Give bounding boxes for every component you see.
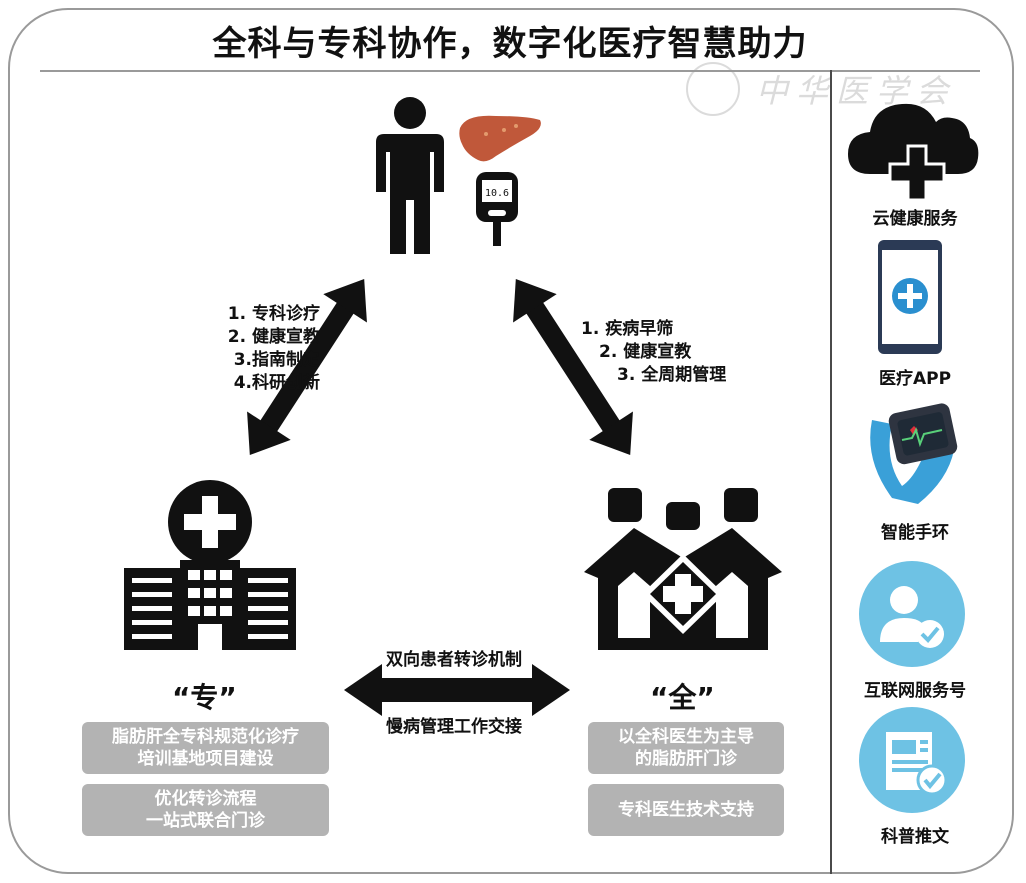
sidebar-item-band: 智能手环 (881, 523, 949, 543)
sidebar-divider (830, 70, 832, 874)
general-box-2: 专科医生技术支持 (588, 784, 784, 836)
box-line: 优化转诊流程 (154, 789, 257, 809)
seal-icon (686, 62, 740, 116)
specialist-box-1: 脂肪肝全专科规范化诊疗 培训基地项目建设 (82, 722, 329, 774)
middle-top-label: 双向患者转诊机制 (386, 650, 522, 670)
list-item: 4.科研创新 (233, 373, 320, 393)
list-item: 1. 专科诊疗 (227, 304, 320, 324)
user-check-icon (859, 561, 965, 667)
sidebar-item-service: 互联网服务号 (864, 681, 966, 701)
box-line: 脂肪肝全专科规范化诊疗 (112, 727, 299, 747)
glucose-meter-icon: 10.6 (476, 172, 518, 246)
title-bar: 全科与专科协作，数字化医疗智慧助力 (40, 10, 980, 72)
sidebar-item-app: 医疗APP (878, 369, 952, 389)
list-item: 3.指南制定 (233, 350, 320, 370)
general-label: “全” (650, 681, 715, 714)
right-link-list: 1. 疾病早筛 2. 健康宣教 3. 全周期管理 (581, 318, 741, 387)
list-item: 2. 健康宣教 (599, 342, 692, 362)
list-item: 1. 疾病早筛 (581, 319, 674, 339)
box-line: 的脂肪肝门诊 (635, 749, 737, 769)
sidebar-item-cloud: 云健康服务 (872, 209, 958, 229)
right-link-arrow (513, 278, 633, 456)
watermark-text: 中华医学会 (756, 72, 957, 110)
left-link-list: 1. 专科诊疗 2. 健康宣教 3.指南制定 4.科研创新 (185, 303, 320, 395)
box-line: 以全科医生为主导 (618, 727, 754, 747)
general-box-1: 以全科医生为主导 的脂肪肝门诊 (588, 722, 784, 774)
middle-link-arrow (344, 664, 570, 716)
community-clinic-icon (584, 488, 782, 650)
cloud-plus-icon (848, 103, 979, 202)
document-check-icon (859, 707, 965, 813)
page-title: 全科与专科协作，数字化医疗智慧助力 (212, 23, 808, 64)
box-line: 培训基地项目建设 (137, 749, 274, 769)
middle-bottom-label: 慢病管理工作交接 (386, 717, 522, 737)
list-item: 2. 健康宣教 (227, 327, 320, 347)
box-line: 专科医生技术支持 (618, 800, 754, 820)
specialist-label: “专” (172, 681, 237, 714)
smart-band-icon (870, 403, 958, 504)
box-line: 一站式联合门诊 (146, 811, 265, 831)
hospital-building-icon (124, 480, 296, 650)
specialist-box-2: 优化转诊流程 一站式联合门诊 (82, 784, 329, 836)
liver-icon (459, 115, 541, 162)
phone-app-icon (878, 240, 942, 354)
outer-frame (8, 8, 1014, 874)
meter-reading: 10.6 (485, 188, 509, 199)
list-item: 3. 全周期管理 (617, 365, 727, 385)
sidebar-item-articles: 科普推文 (881, 827, 949, 847)
watermark: 中华医学会 (686, 60, 976, 120)
person-icon (376, 97, 444, 254)
